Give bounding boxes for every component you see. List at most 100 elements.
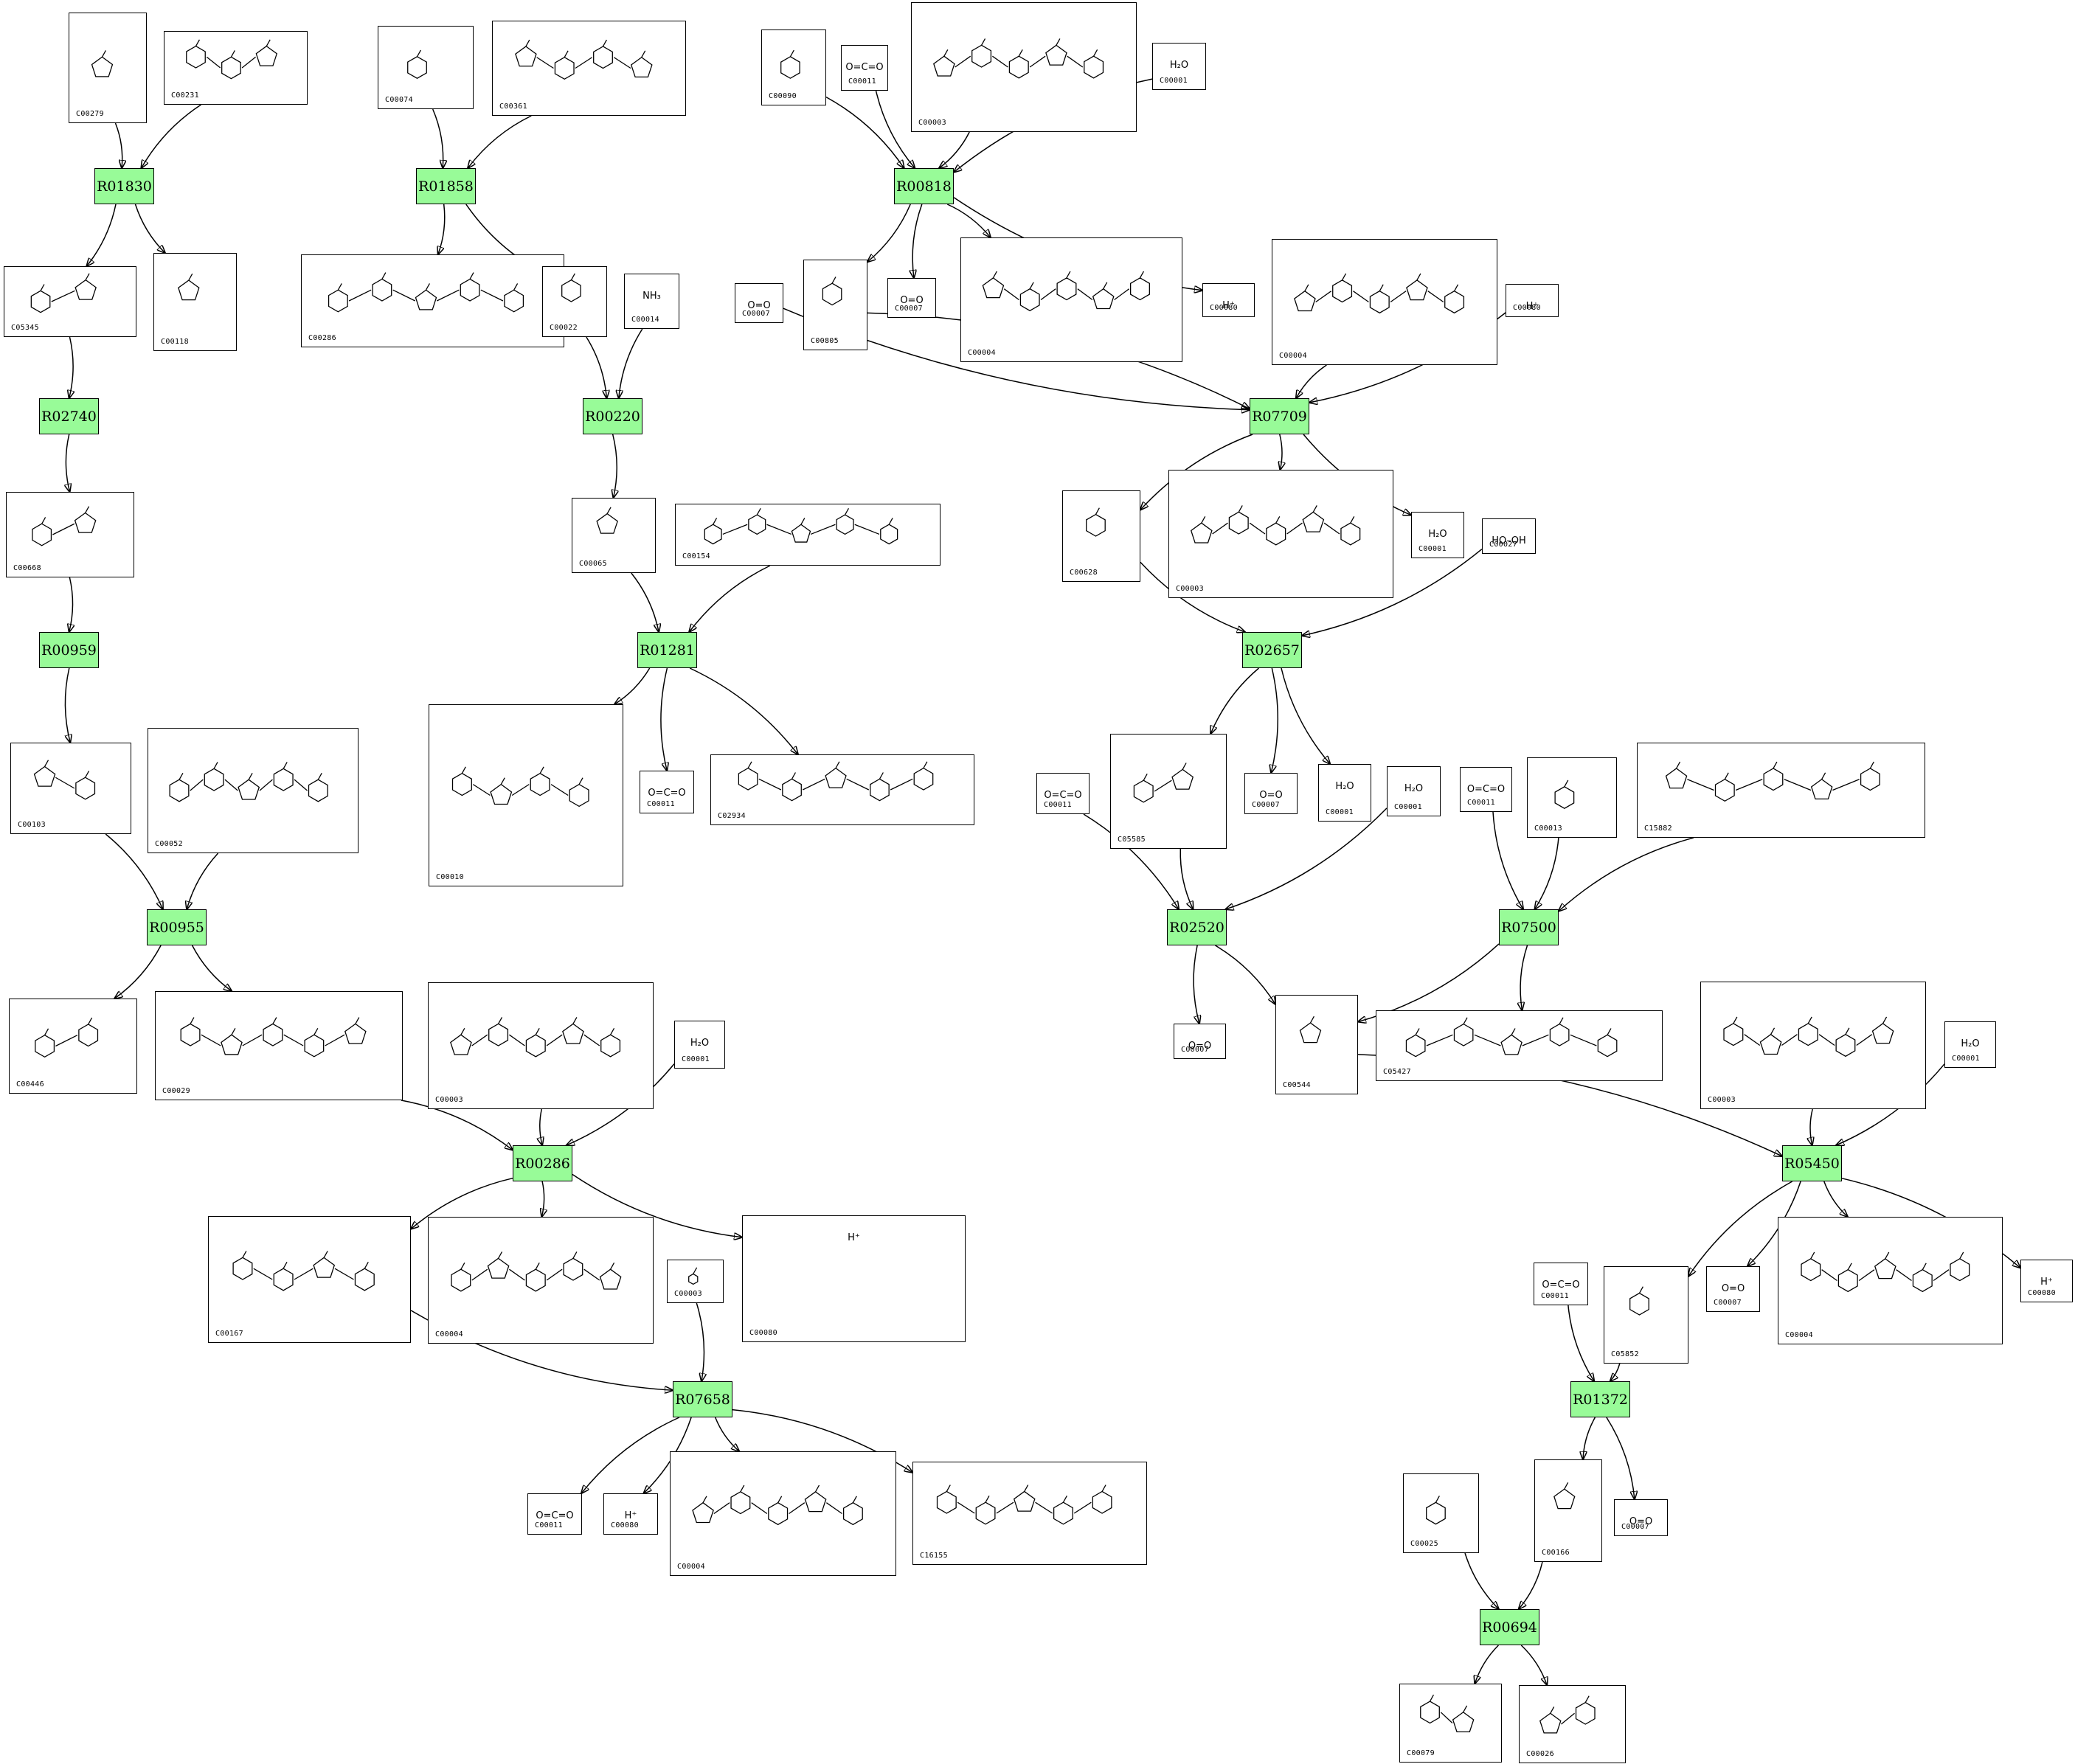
compound-box-c00080[interactable]: H⁺C00080 bbox=[1202, 283, 1255, 317]
compound-box-c00118[interactable]: C00118 bbox=[153, 253, 237, 351]
compound-box-c00544[interactable]: C00544 bbox=[1275, 995, 1358, 1094]
reaction-node-r02740[interactable]: R02740 bbox=[39, 398, 99, 434]
compound-box-c00004[interactable]: C00004 bbox=[960, 237, 1182, 362]
compound-id: C00079 bbox=[1407, 1749, 1435, 1757]
compound-box-c02934[interactable]: C02934 bbox=[710, 754, 974, 825]
compound-box-c00279[interactable]: C00279 bbox=[69, 13, 147, 123]
compound-box-c05345[interactable]: C05345 bbox=[4, 266, 136, 337]
compound-id: C00007 bbox=[1714, 1299, 1742, 1307]
compound-id: C00007 bbox=[1252, 801, 1280, 809]
reaction-node-r05450[interactable]: R05450 bbox=[1782, 1145, 1842, 1181]
compound-box-c05852[interactable]: C05852 bbox=[1604, 1266, 1688, 1364]
reaction-node-r00286[interactable]: R00286 bbox=[513, 1145, 572, 1181]
compound-box-c00003[interactable]: C00003 bbox=[428, 982, 654, 1109]
compound-box-c00231[interactable]: C00231 bbox=[164, 31, 308, 105]
edge-r0-c9 bbox=[134, 204, 165, 253]
compound-box-c00004[interactable]: C00004 bbox=[428, 1217, 654, 1344]
reaction-node-r00220[interactable]: R00220 bbox=[583, 398, 642, 434]
reaction-node-r00959[interactable]: R00959 bbox=[39, 632, 99, 668]
reaction-node-r07709[interactable]: R07709 bbox=[1250, 398, 1309, 434]
edge-c43-r12 bbox=[567, 1063, 675, 1145]
compound-box-c00074[interactable]: C00074 bbox=[378, 26, 474, 109]
reaction-node-r01372[interactable]: R01372 bbox=[1570, 1381, 1630, 1417]
compound-box-c00013[interactable]: C00013 bbox=[1527, 757, 1617, 838]
compound-box-c05585[interactable]: C05585 bbox=[1110, 734, 1227, 849]
reaction-node-r00955[interactable]: R00955 bbox=[147, 909, 207, 945]
edge-r8-c32 bbox=[1210, 667, 1259, 734]
compound-box-c15882[interactable]: C15882 bbox=[1637, 743, 1925, 838]
compound-box-c00022[interactable]: C00022 bbox=[542, 266, 607, 337]
compound-box-c00003[interactable]: C00003 bbox=[1168, 470, 1393, 598]
compound-box-c00080[interactable]: H⁺C00080 bbox=[742, 1215, 966, 1342]
compound-box-c00003[interactable]: C00003 bbox=[1700, 982, 1926, 1109]
compound-id: C00029 bbox=[162, 1087, 190, 1095]
reaction-node-r01858[interactable]: R01858 bbox=[416, 168, 476, 204]
compound-box-c00080[interactable]: H⁺C00080 bbox=[603, 1493, 658, 1535]
compound-box-c00004[interactable]: C00004 bbox=[670, 1451, 896, 1576]
compound-box-c00805[interactable]: C00805 bbox=[803, 260, 867, 350]
reaction-node-r00694[interactable]: R00694 bbox=[1480, 1609, 1539, 1645]
edge-c57-r15 bbox=[1567, 1305, 1594, 1381]
compound-box-c00029[interactable]: C00029 bbox=[155, 991, 403, 1100]
compound-box-c05427[interactable]: C05427 bbox=[1376, 1010, 1663, 1081]
compound-box-c00065[interactable]: C00065 bbox=[572, 498, 656, 573]
compound-box-c00446[interactable]: C00446 bbox=[9, 999, 137, 1094]
compound-box-c00103[interactable]: C00103 bbox=[10, 743, 131, 834]
compound-box-c00010[interactable]: C00010 bbox=[429, 704, 623, 886]
compound-box-c00286[interactable]: C00286 bbox=[301, 254, 564, 347]
compound-box-c00004[interactable]: C00004 bbox=[1272, 239, 1497, 365]
reaction-node-r01830[interactable]: R01830 bbox=[94, 168, 154, 204]
structure-drawing bbox=[561, 273, 581, 302]
compound-id: C05345 bbox=[11, 324, 39, 332]
compound-id: C00001 bbox=[1418, 545, 1447, 553]
compound-box-c00166[interactable]: C00166 bbox=[1534, 1459, 1602, 1562]
compound-box-c00003[interactable]: C00003 bbox=[667, 1260, 724, 1303]
compound-box-c00154[interactable]: C00154 bbox=[675, 504, 940, 566]
reaction-node-r02657[interactable]: R02657 bbox=[1242, 632, 1302, 668]
compound-box-c00079[interactable]: C00079 bbox=[1399, 1684, 1502, 1763]
reaction-node-r07500[interactable]: R07500 bbox=[1499, 909, 1559, 945]
compound-box-c00026[interactable]: C00026 bbox=[1519, 1685, 1626, 1763]
reaction-node-r01281[interactable]: R01281 bbox=[637, 632, 697, 668]
reaction-node-r00818[interactable]: R00818 bbox=[894, 168, 954, 204]
structure-drawing bbox=[1420, 1694, 1475, 1733]
compound-box-c00052[interactable]: C00052 bbox=[148, 728, 358, 853]
compound-box-c00004[interactable]: C00004 bbox=[1778, 1217, 2003, 1344]
compound-box-c00167[interactable]: C00167 bbox=[208, 1216, 411, 1343]
compound-box-c00025[interactable]: C00025 bbox=[1403, 1473, 1479, 1553]
compound-id: C05852 bbox=[1611, 1350, 1639, 1358]
edge-r6-c27 bbox=[65, 667, 70, 743]
compound-box-c00080[interactable]: H⁺C00080 bbox=[2020, 1260, 2073, 1302]
reaction-node-r02520[interactable]: R02520 bbox=[1167, 909, 1227, 945]
compound-box-c00090[interactable]: C00090 bbox=[761, 29, 826, 105]
edge-r0-c8 bbox=[87, 204, 117, 266]
compound-box-c00003[interactable]: C00003 bbox=[911, 2, 1137, 132]
reaction-node-r07658[interactable]: R07658 bbox=[673, 1381, 732, 1417]
compound-box-c00628[interactable]: C00628 bbox=[1062, 490, 1140, 582]
reaction-label: R07500 bbox=[1501, 919, 1556, 936]
compound-box-c16155[interactable]: C16155 bbox=[912, 1462, 1147, 1565]
compound-box-c00668[interactable]: C00668 bbox=[6, 492, 134, 577]
compound-box-c00361[interactable]: C00361 bbox=[492, 21, 686, 116]
compound-box-c00080[interactable]: H⁺C00080 bbox=[1506, 284, 1559, 317]
